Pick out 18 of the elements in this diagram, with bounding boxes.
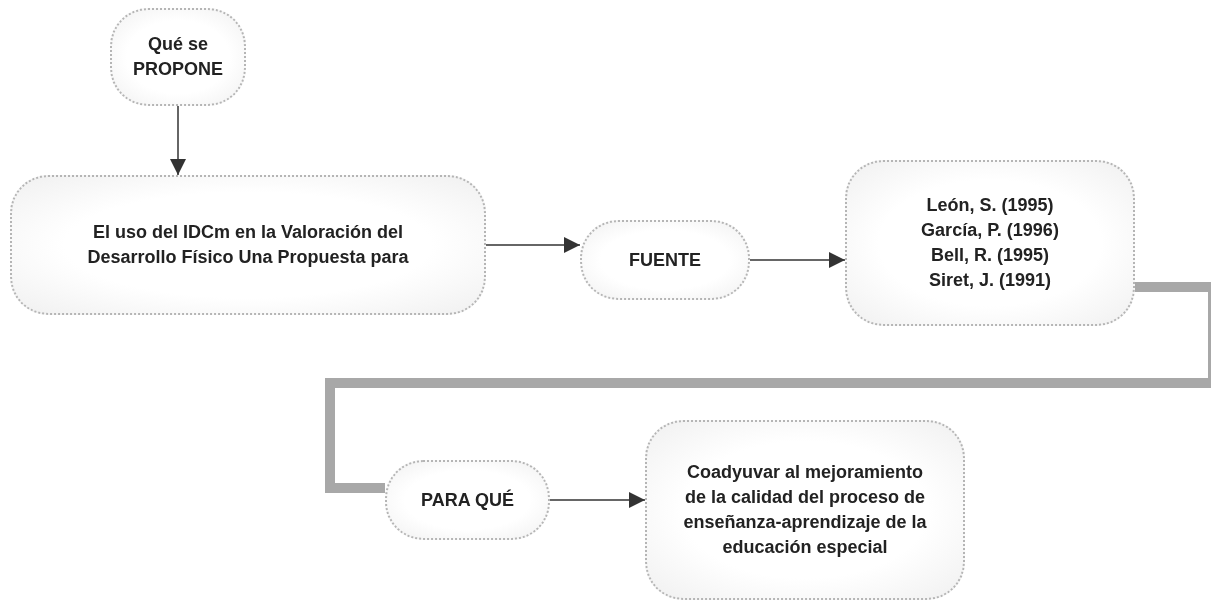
rounded-box (645, 420, 965, 600)
node-text: PARA QUÉ (421, 488, 514, 512)
arrow (749, 252, 846, 268)
node-text: Siret, J. (1991) (928, 269, 1052, 292)
arrow (485, 237, 581, 253)
arrow (549, 492, 646, 508)
arrow (170, 105, 186, 176)
node-text: FUENTE (629, 248, 701, 272)
node-text: León, S. (1995) (926, 194, 1054, 217)
node-text: Bell, R. (1995) (930, 244, 1049, 267)
rounded-box (110, 8, 246, 106)
node-text: García, P. (1996) (921, 219, 1059, 242)
rounded-box (845, 160, 1135, 326)
node-text: Coadyuvar al mejoramiento de la calidad del proceso de enseñanza-aprendizaje de la educación especial (682, 461, 928, 559)
node-text: El uso del IDCm en la Valoración del Desarrollo Físico Una Propuesta para (86, 221, 410, 269)
rounded-box (10, 175, 486, 315)
node-text: Qué se PROPONE (133, 33, 223, 81)
connector-line (325, 282, 1211, 493)
